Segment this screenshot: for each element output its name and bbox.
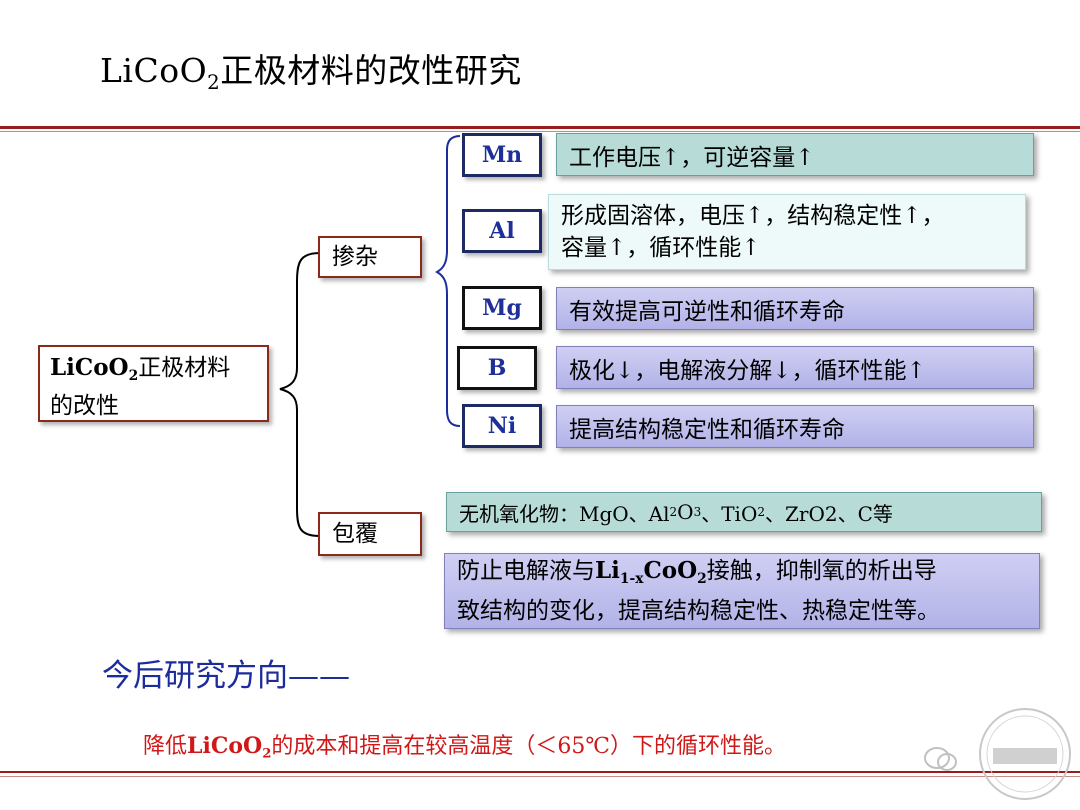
title-rule-thin: [0, 131, 1080, 132]
page-title: LiCoO2正极材料的改性研究: [100, 51, 522, 94]
bottom-rule: [0, 771, 1080, 773]
element-ni: Ni: [462, 404, 542, 448]
footer-text: 降低LiCoO2的成本和提高在较高温度（＜65℃）下的循环性能。: [143, 733, 786, 762]
effect-mg: 有效提高可逆性和循环寿命: [556, 287, 1034, 330]
element-al: Al: [462, 209, 542, 253]
effect-al: 形成固溶体，电压↑，结构稳定性↑， 容量↑，循环性能↑: [548, 194, 1026, 270]
bottom-rule-thin: [0, 776, 1080, 777]
effect-mn: 工作电压↑，可逆容量↑: [556, 133, 1034, 176]
coating-effect: 防止电解液与Li1-xCoO2接触，抑制氧的析出导 致结构的变化，提高结构稳定性…: [444, 553, 1040, 629]
title-rule: [0, 126, 1080, 129]
root-node: LiCoO2正极材料 的改性: [38, 345, 269, 422]
element-b: B: [457, 346, 537, 390]
element-mn: Mn: [462, 133, 542, 177]
effect-b: 极化↓，电解液分解↓，循环性能↑: [556, 346, 1034, 389]
doping-node: 掺杂: [318, 236, 422, 278]
element-mg: Mg: [462, 286, 542, 330]
watermark-seal-icon: [979, 708, 1071, 800]
future-heading: 今后研究方向——: [102, 658, 350, 694]
effect-ni: 提高结构稳定性和循环寿命: [556, 405, 1034, 448]
wechat-icon: [924, 747, 957, 771]
coating-node: 包覆: [318, 512, 422, 556]
